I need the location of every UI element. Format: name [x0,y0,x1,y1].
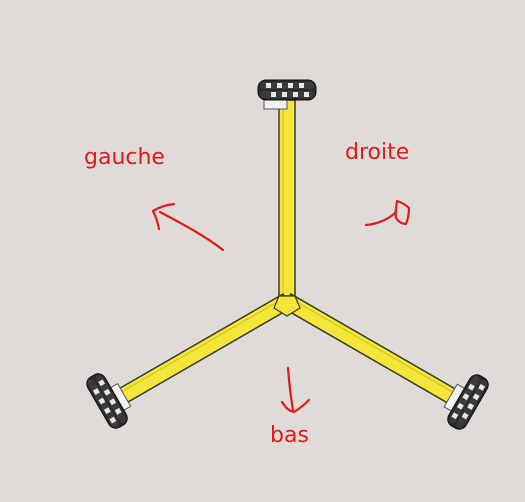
hand-drawn-arrow-down-icon [280,366,311,414]
label-bas: bas [270,423,309,448]
beam-left [100,293,293,414]
beam-top [263,99,296,297]
beam-junction [273,295,301,317]
label-droite: droite [345,140,410,165]
hand-drawn-arrow-left-icon [151,202,225,252]
beam-right [281,293,469,414]
hand-drawn-arrow-right-icon [364,199,411,227]
label-gauche: gauche [84,145,165,170]
omni-wheel-icon-top [257,79,317,101]
